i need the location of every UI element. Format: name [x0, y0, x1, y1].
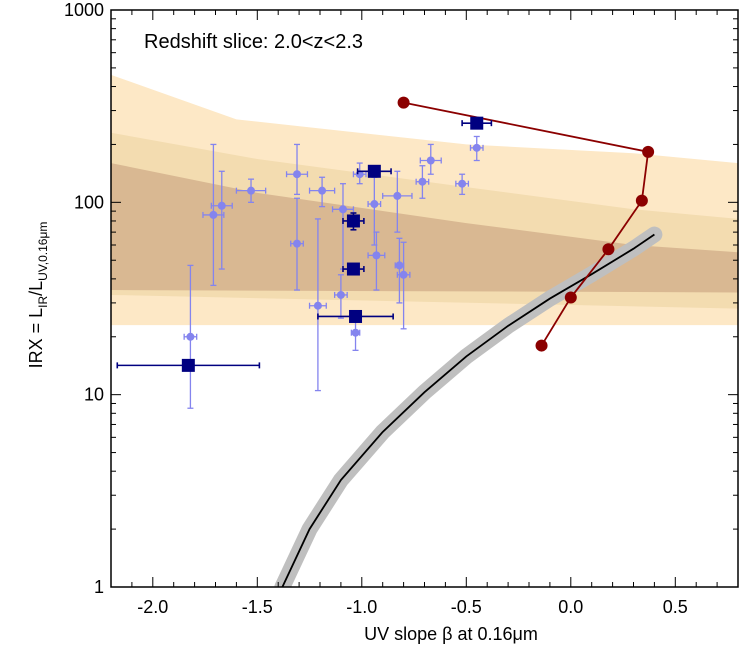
track-point-3	[602, 243, 615, 256]
y-axis-label-sub-ir: IR	[36, 295, 50, 307]
individual-galaxies	[183, 135, 484, 409]
galaxy-point-1	[209, 210, 218, 219]
galaxy-point-16	[399, 270, 408, 279]
galaxy-point-10	[351, 328, 360, 337]
confidence-bands	[111, 74, 738, 326]
galaxy-point-6	[313, 301, 322, 310]
y-tick-label-0: 1	[94, 577, 104, 597]
galaxy-point-13	[372, 251, 381, 260]
x-tick-label-5: 0.5	[663, 597, 688, 617]
y-axis-label-mid: /L	[26, 281, 46, 296]
galaxy-point-2	[217, 201, 226, 210]
band-2	[111, 163, 738, 293]
track-point-0	[397, 96, 410, 109]
x-tick-label-1: -1.5	[242, 597, 273, 617]
y-axis-ticks: 1 10 100 1000	[64, 0, 738, 597]
binned-averages	[116, 116, 493, 372]
galaxy-point-3	[247, 186, 256, 195]
x-tick-label-4: 0.0	[558, 597, 583, 617]
model-track	[397, 96, 655, 352]
galaxy-point-12	[370, 200, 379, 209]
bin-point-0	[181, 358, 195, 372]
galaxy-point-7	[318, 186, 327, 195]
galaxy-point-4	[293, 170, 302, 179]
x-axis-ticks: -2.0 -1.5 -1.0 -0.5 0.0 0.5	[131, 10, 718, 617]
galaxy-point-20	[472, 143, 481, 152]
track-point-2	[635, 194, 648, 207]
galaxy-point-15	[395, 261, 404, 270]
bin-point-4	[367, 164, 381, 178]
bin-point-2	[346, 262, 360, 276]
y-axis-label-main: IRX = L	[26, 308, 46, 369]
y-axis-label: IRX = LIR/LUV,0.16μm	[26, 222, 50, 369]
galaxy-point-8	[336, 290, 345, 299]
galaxy-point-19	[458, 179, 467, 188]
track-point-5	[535, 339, 548, 352]
x-tick-label-0: -2.0	[137, 597, 168, 617]
bin-point-3	[346, 214, 360, 228]
x-axis-label: UV slope β at 0.16μm	[364, 624, 538, 644]
y-axis-label-sub-uv: UV,0.16μm	[36, 222, 50, 281]
galaxy-point-9	[338, 205, 347, 214]
redshift-annotation: Redshift slice: 2.0<z<2.3	[144, 31, 363, 53]
track-point-1	[642, 145, 655, 158]
track-line	[403, 101, 650, 347]
track-point-4	[564, 291, 577, 304]
curve-line	[281, 233, 655, 587]
bin-point-5	[470, 116, 484, 130]
galaxy-point-0	[186, 332, 195, 341]
galaxy-point-14	[393, 191, 402, 200]
y-tick-label-2: 100	[74, 192, 104, 212]
bin-point-1	[349, 309, 363, 323]
y-tick-label-3: 1000	[64, 0, 104, 20]
reference-curve	[274, 226, 663, 587]
x-tick-label-2: -1.0	[346, 597, 377, 617]
x-tick-label-3: -0.5	[451, 597, 482, 617]
galaxy-point-18	[426, 156, 435, 165]
galaxy-point-17	[418, 177, 427, 186]
y-tick-label-1: 10	[84, 385, 104, 405]
galaxy-point-5	[293, 239, 302, 248]
